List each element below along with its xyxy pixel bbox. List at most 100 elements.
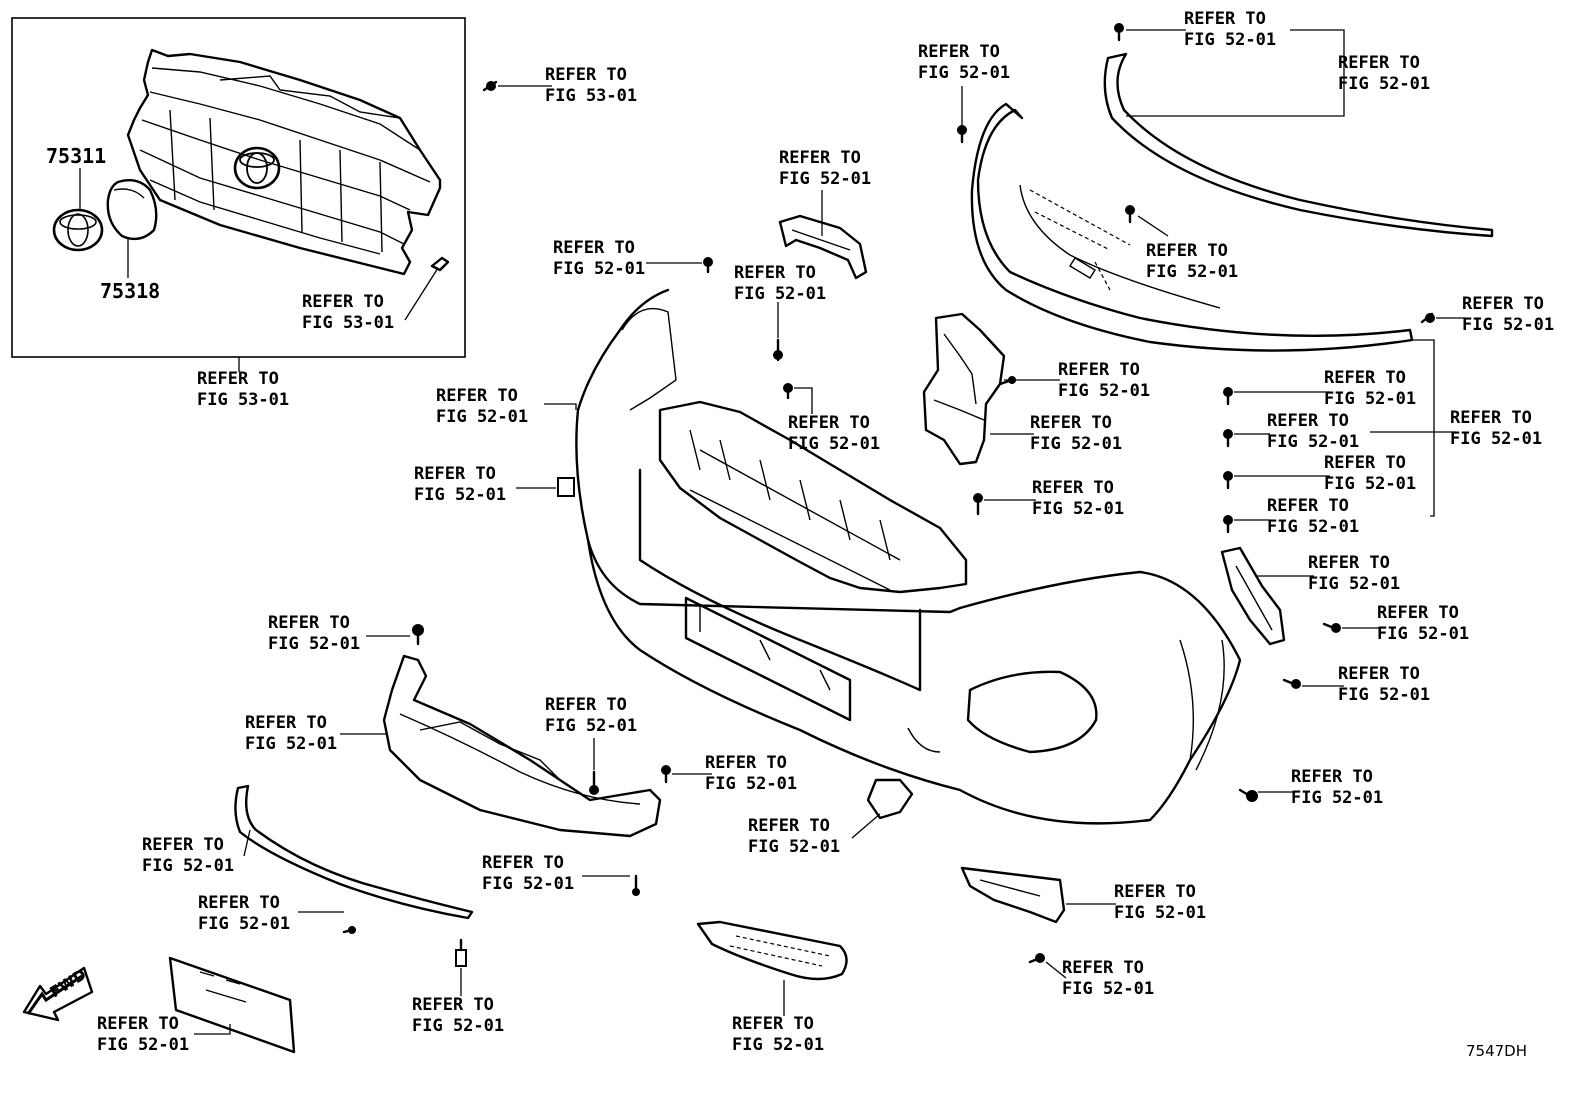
- svg-text:REFER TO: REFER TO: [97, 1014, 179, 1034]
- svg-text:FIG 52-01: FIG 52-01: [1114, 903, 1206, 923]
- svg-text:FIG 52-01: FIG 52-01: [545, 716, 637, 736]
- svg-text:FIG 52-01: FIG 52-01: [1450, 429, 1542, 449]
- svg-text:REFER TO: REFER TO: [245, 713, 327, 733]
- svg-text:REFER TO: REFER TO: [1058, 360, 1140, 380]
- grille-emblem-ring: [233, 146, 281, 190]
- screw-icon[interactable]: [632, 874, 640, 896]
- clip-icon[interactable]: [1114, 23, 1124, 42]
- lower-bumper-grille[interactable]: [382, 654, 662, 838]
- license-plate-bracket[interactable]: [168, 956, 296, 1054]
- lower-molding-strip[interactable]: [234, 784, 474, 920]
- emblem-75311[interactable]: [52, 208, 104, 252]
- clip-icon[interactable]: [1420, 312, 1435, 324]
- right-side-retainer[interactable]: [1220, 546, 1286, 646]
- svg-text:REFER TO: REFER TO: [197, 369, 279, 389]
- svg-text:FIG 52-01: FIG 52-01: [732, 1035, 824, 1055]
- clip-icon[interactable]: [1223, 471, 1233, 490]
- screw-icon[interactable]: [342, 926, 356, 934]
- svg-text:REFER TO: REFER TO: [198, 893, 280, 913]
- screw-icon[interactable]: [1282, 678, 1301, 689]
- svg-text:FIG 52-01: FIG 52-01: [1267, 432, 1359, 452]
- svg-text:REFER TO: REFER TO: [1267, 411, 1349, 431]
- bolt-icon[interactable]: [1028, 953, 1045, 964]
- svg-text:REFER TO: REFER TO: [1062, 958, 1144, 978]
- clip-icon[interactable]: [1223, 387, 1233, 406]
- svg-text:REFER TO: REFER TO: [414, 464, 496, 484]
- svg-text:FIG 52-01: FIG 52-01: [734, 284, 826, 304]
- screw-icon[interactable]: [589, 770, 599, 795]
- svg-text:FIG 52-01: FIG 52-01: [1291, 788, 1383, 808]
- emblem-base-75318[interactable]: [106, 179, 158, 241]
- fwd-arrow-icon: FWD: [22, 965, 94, 1022]
- screw-icon[interactable]: [1322, 622, 1341, 633]
- svg-text:FIG 52-01: FIG 52-01: [97, 1035, 189, 1055]
- svg-text:REFER TO: REFER TO: [553, 238, 635, 258]
- fog-lamp-cover[interactable]: [696, 920, 848, 981]
- center-upper-bracket[interactable]: [778, 214, 868, 280]
- clip-icon[interactable]: [703, 257, 713, 274]
- screw-icon[interactable]: [482, 80, 498, 92]
- bolt-icon[interactable]: [455, 938, 467, 967]
- svg-text:FIG 52-01: FIG 52-01: [198, 914, 290, 934]
- leader-lines: [194, 29, 1466, 1035]
- svg-text:REFER TO: REFER TO: [142, 835, 224, 855]
- bumper-upper-retainer[interactable]: [970, 102, 1414, 352]
- clip-icon[interactable]: [783, 383, 793, 400]
- svg-text:FIG 52-01: FIG 52-01: [414, 485, 506, 505]
- screw-icon[interactable]: [661, 765, 671, 784]
- svg-text:FIG 52-01: FIG 52-01: [1338, 74, 1430, 94]
- svg-text:REFER TO: REFER TO: [1267, 496, 1349, 516]
- svg-text:FIG 52-01: FIG 52-01: [553, 259, 645, 279]
- svg-text:REFER TO: REFER TO: [482, 853, 564, 873]
- svg-text:REFER TO: REFER TO: [779, 148, 861, 168]
- clip-icon[interactable]: [957, 125, 967, 144]
- svg-text:FIG 52-01: FIG 52-01: [705, 774, 797, 794]
- svg-text:REFER TO: REFER TO: [1030, 413, 1112, 433]
- lower-right-bracket[interactable]: [960, 866, 1066, 924]
- svg-text:FIG 52-01: FIG 52-01: [1030, 434, 1122, 454]
- clip-icon[interactable]: [1223, 429, 1233, 448]
- bumper-hole-cover[interactable]: [866, 778, 914, 820]
- svg-text:REFER TO: REFER TO: [1462, 294, 1544, 314]
- svg-text:REFER TO: REFER TO: [1338, 53, 1420, 73]
- svg-text:FIG 52-01: FIG 52-01: [1324, 389, 1416, 409]
- part-number-75318: 75318: [100, 279, 160, 303]
- front-bumper-cover[interactable]: [575, 288, 1242, 825]
- svg-text:FIG 52-01: FIG 52-01: [1377, 624, 1469, 644]
- clip-icon[interactable]: [1125, 205, 1135, 224]
- clip-icon[interactable]: [1238, 788, 1258, 802]
- svg-text:FIG 53-01: FIG 53-01: [545, 86, 637, 106]
- side-retainer-bracket[interactable]: [922, 312, 1006, 466]
- clip-icon[interactable]: [1223, 515, 1233, 534]
- svg-text:REFER TO: REFER TO: [1338, 664, 1420, 684]
- screw-icon[interactable]: [773, 338, 783, 362]
- clip-icon[interactable]: [412, 624, 424, 646]
- clip-icon[interactable]: [557, 477, 575, 497]
- svg-text:REFER TO: REFER TO: [1377, 603, 1459, 623]
- svg-text:REFER TO: REFER TO: [705, 753, 787, 773]
- svg-text:FIG 52-01: FIG 52-01: [1324, 474, 1416, 494]
- radiator-grille[interactable]: [126, 48, 442, 276]
- grille-screw[interactable]: [430, 256, 450, 272]
- figure-code: 7547DH: [1466, 1042, 1527, 1060]
- upper-molding-strip[interactable]: [1103, 52, 1494, 238]
- svg-text:FIG 52-01: FIG 52-01: [1308, 574, 1400, 594]
- clip-icon[interactable]: [973, 493, 983, 516]
- svg-text:FIG 52-01: FIG 52-01: [268, 634, 360, 654]
